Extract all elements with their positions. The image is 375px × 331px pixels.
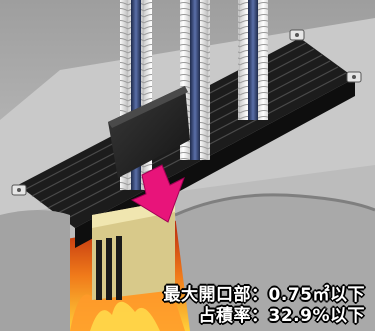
max-opening-spec: 最大開口部：0.75㎡以下	[163, 285, 365, 305]
fire-block-plate	[108, 86, 190, 178]
occupancy-rate-spec: 占積率：32.9%以下	[198, 306, 365, 326]
insulation-block	[92, 200, 175, 300]
bolt-icon	[11, 29, 362, 196]
pipe-3	[238, 0, 268, 120]
arrow-down-icon	[130, 164, 185, 223]
concrete-slab-cut	[0, 193, 375, 331]
